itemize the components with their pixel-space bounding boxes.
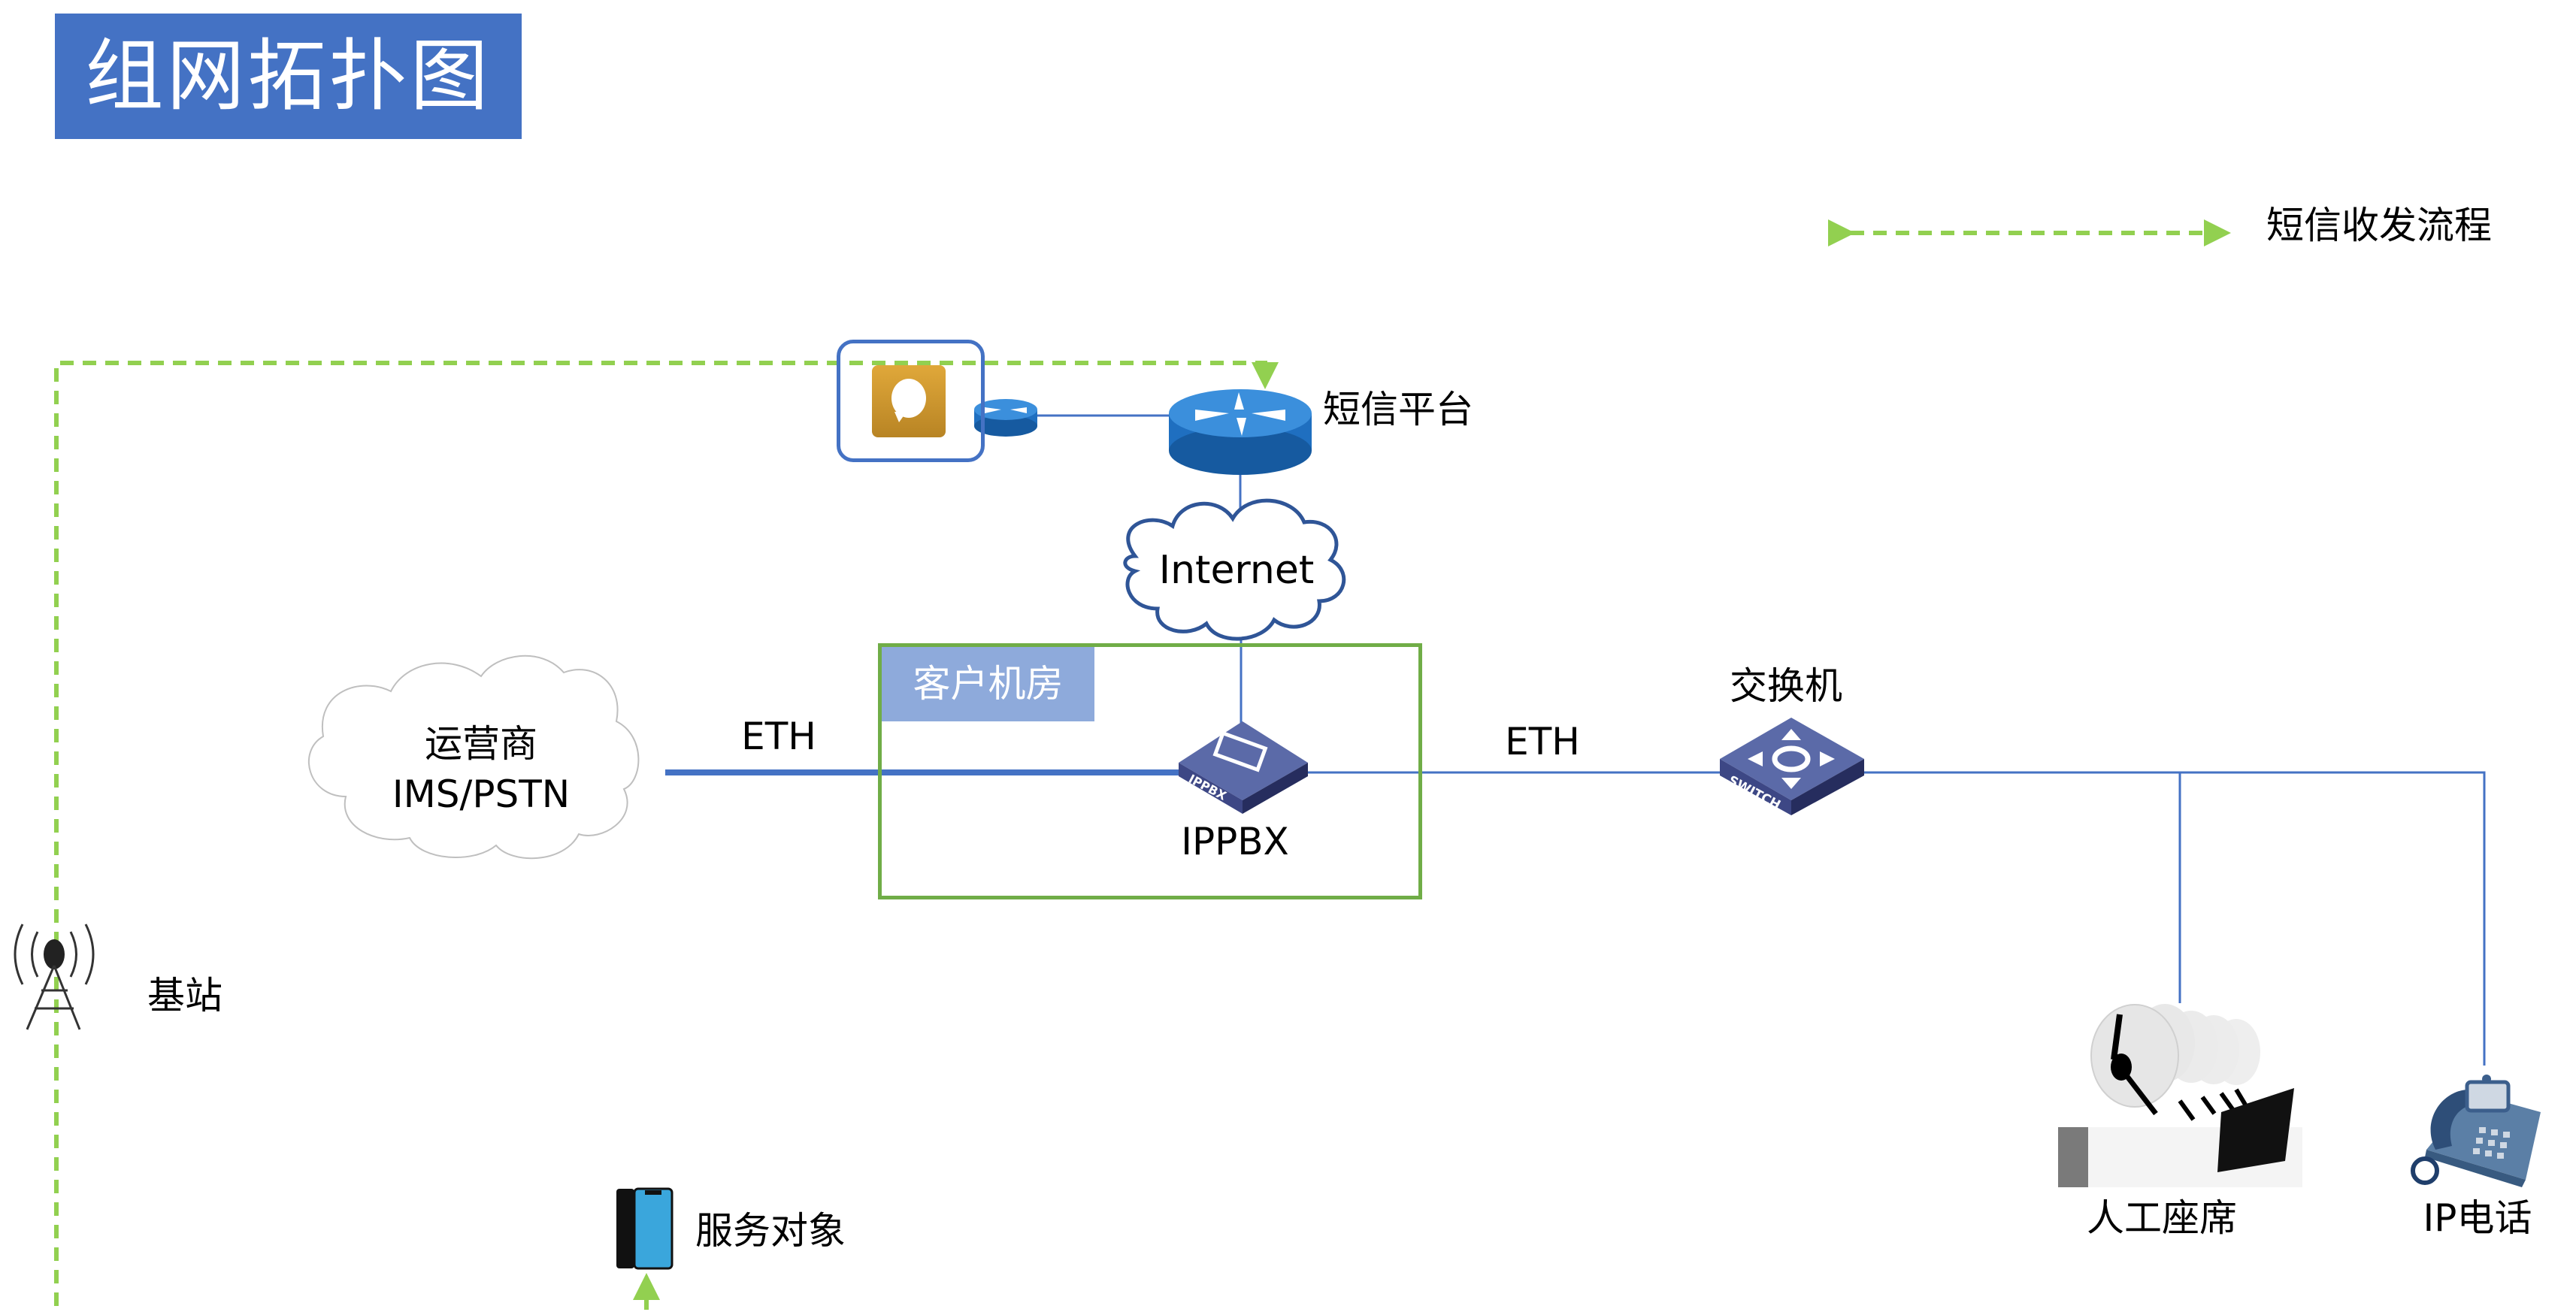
sms-app-container (837, 340, 985, 462)
eth-label-carrier: ETH (741, 715, 816, 758)
ippbx-label: IPPBX (1181, 820, 1289, 863)
sms-flow-path-top (54, 361, 1279, 1312)
internet-label: Internet (1158, 548, 1315, 593)
switch-label: 交换机 (1730, 664, 1842, 708)
internet-cloud-icon (1123, 498, 1346, 641)
service-target-label: 服务对象 (695, 1209, 846, 1253)
base-station-icon (14, 924, 95, 1030)
carrier-label: 运营商 (425, 722, 537, 766)
ip-phone-label: IP电话 (2423, 1196, 2532, 1240)
router-icon (1169, 389, 1312, 475)
carrier-network-label: IMS/PSTN (392, 772, 571, 816)
agents-label: 人工座席 (2087, 1196, 2237, 1240)
carrier-cloud-icon (307, 654, 640, 860)
sms-flow-path-bottom (633, 1273, 660, 1312)
customer-room-box (878, 643, 1422, 899)
ip-phone-icon (2411, 1075, 2541, 1187)
switch-device-icon: SWITCH (1720, 718, 1864, 815)
ippbx-device-icon: IPPBX (1179, 721, 1308, 814)
eth-label-switch: ETH (1505, 720, 1580, 763)
legend-label: 短信收发流程 (2266, 204, 2492, 247)
agents-illustration-icon (2058, 1004, 2302, 1187)
small-router-icon (974, 399, 1037, 437)
page-title: 组网拓扑图 (55, 14, 522, 139)
sms-platform-label: 短信平台 (1323, 388, 1473, 431)
link-switch-endpoints (1857, 771, 2486, 1066)
customer-room-label: 客户机房 (882, 647, 1094, 721)
base-station-label: 基站 (147, 974, 222, 1017)
mobile-phone-icon (616, 1187, 674, 1270)
message-app-icon (872, 365, 946, 437)
